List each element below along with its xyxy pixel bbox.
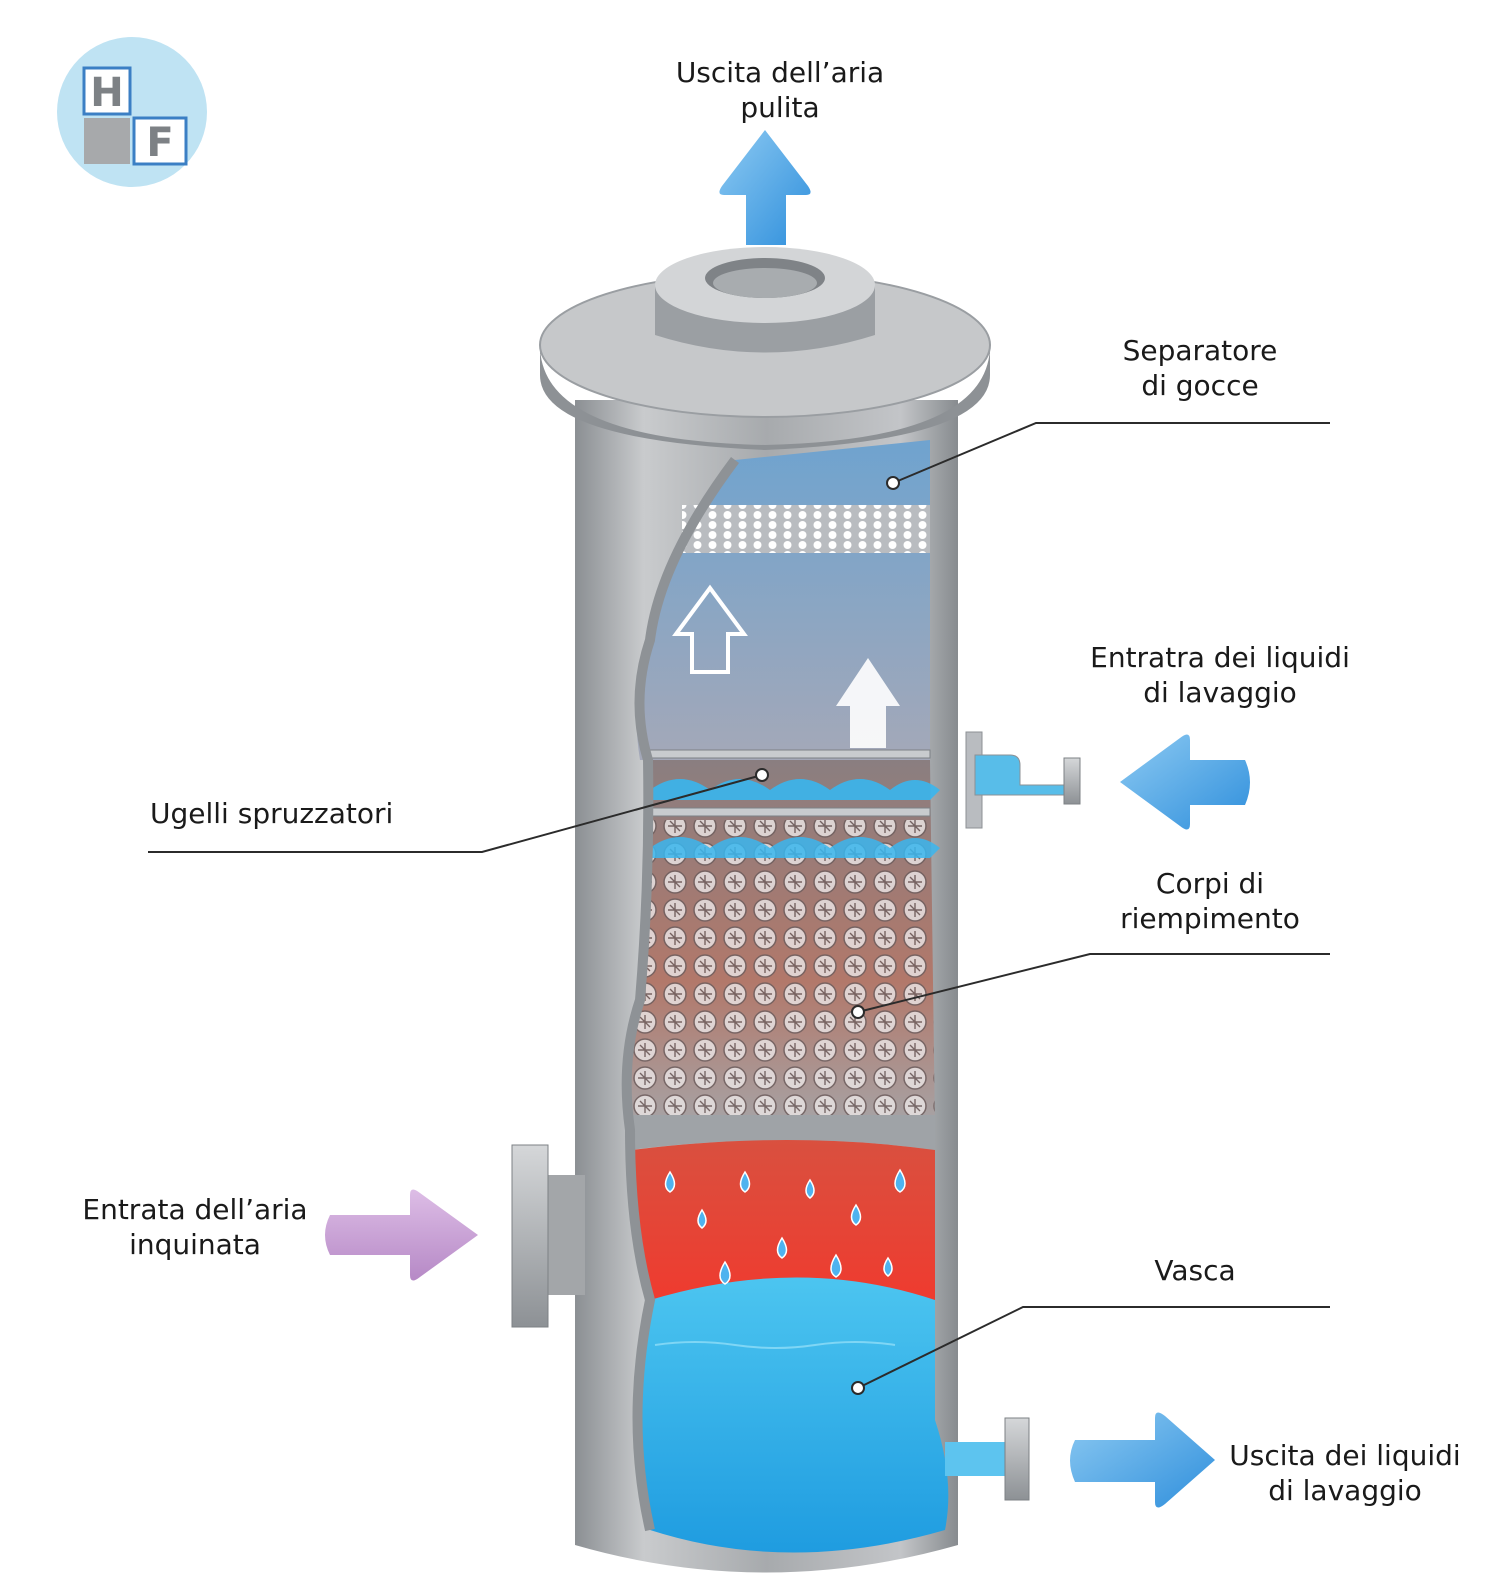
droplet-separator-mesh [682, 505, 930, 553]
polluted-air-inlet-nozzle [511, 1144, 585, 1328]
internal-air-flow-arrow-2 [836, 658, 900, 748]
marker-tank [851, 1381, 865, 1395]
marker-packing [851, 1005, 865, 1019]
leader-droplet-separator [892, 422, 1330, 484]
logo-letter-f: F [146, 120, 173, 166]
internal-air-flow-arrow [672, 584, 748, 674]
wash-liquid-inlet-arrow [1120, 734, 1250, 830]
company-logo: H F [57, 37, 207, 187]
wash-liquid-outlet-pipe [945, 1417, 1030, 1501]
marker-droplet-separator [886, 476, 900, 490]
polluted-air-inlet-arrow [325, 1189, 478, 1281]
column-interior [626, 440, 949, 1553]
top-cap [539, 247, 991, 450]
label-tank: Vasca [1154, 1254, 1236, 1287]
leader-packing [857, 953, 1330, 1013]
leader-spray-nozzles [148, 774, 763, 853]
marker-spray-nozzles [755, 768, 769, 782]
wash-liquid-inlet-pipe [965, 731, 1081, 829]
logo-letter-h: H [90, 70, 123, 116]
clean-air-outlet-arrow [719, 130, 811, 245]
wash-liquid-outlet-arrow [1070, 1412, 1215, 1508]
spray-nozzle-bars [649, 749, 940, 858]
leader-tank [857, 1306, 1330, 1389]
label-spray-nozzles: Ugelli spruzzatori [150, 797, 394, 830]
leader-lines [148, 422, 1330, 1389]
